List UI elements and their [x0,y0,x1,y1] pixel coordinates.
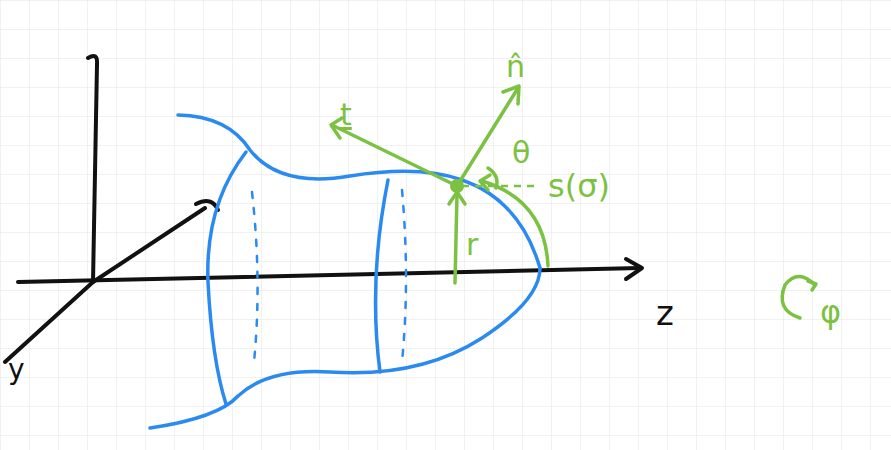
axes [5,56,642,362]
surface-outline [150,115,540,428]
radius-label: r [466,230,478,260]
arclength-label: s(σ) [548,170,610,202]
reference-line [462,185,540,188]
hidden-sections [252,190,406,362]
surface-point [450,179,464,193]
axis-label: y [8,356,25,384]
vectors [331,86,816,318]
tangent-label: t [340,100,352,130]
angle-label: θ [512,138,530,168]
normal-label: n̂ [506,52,525,82]
axis-label: z [656,296,674,330]
rotation-label: φ [820,296,841,328]
